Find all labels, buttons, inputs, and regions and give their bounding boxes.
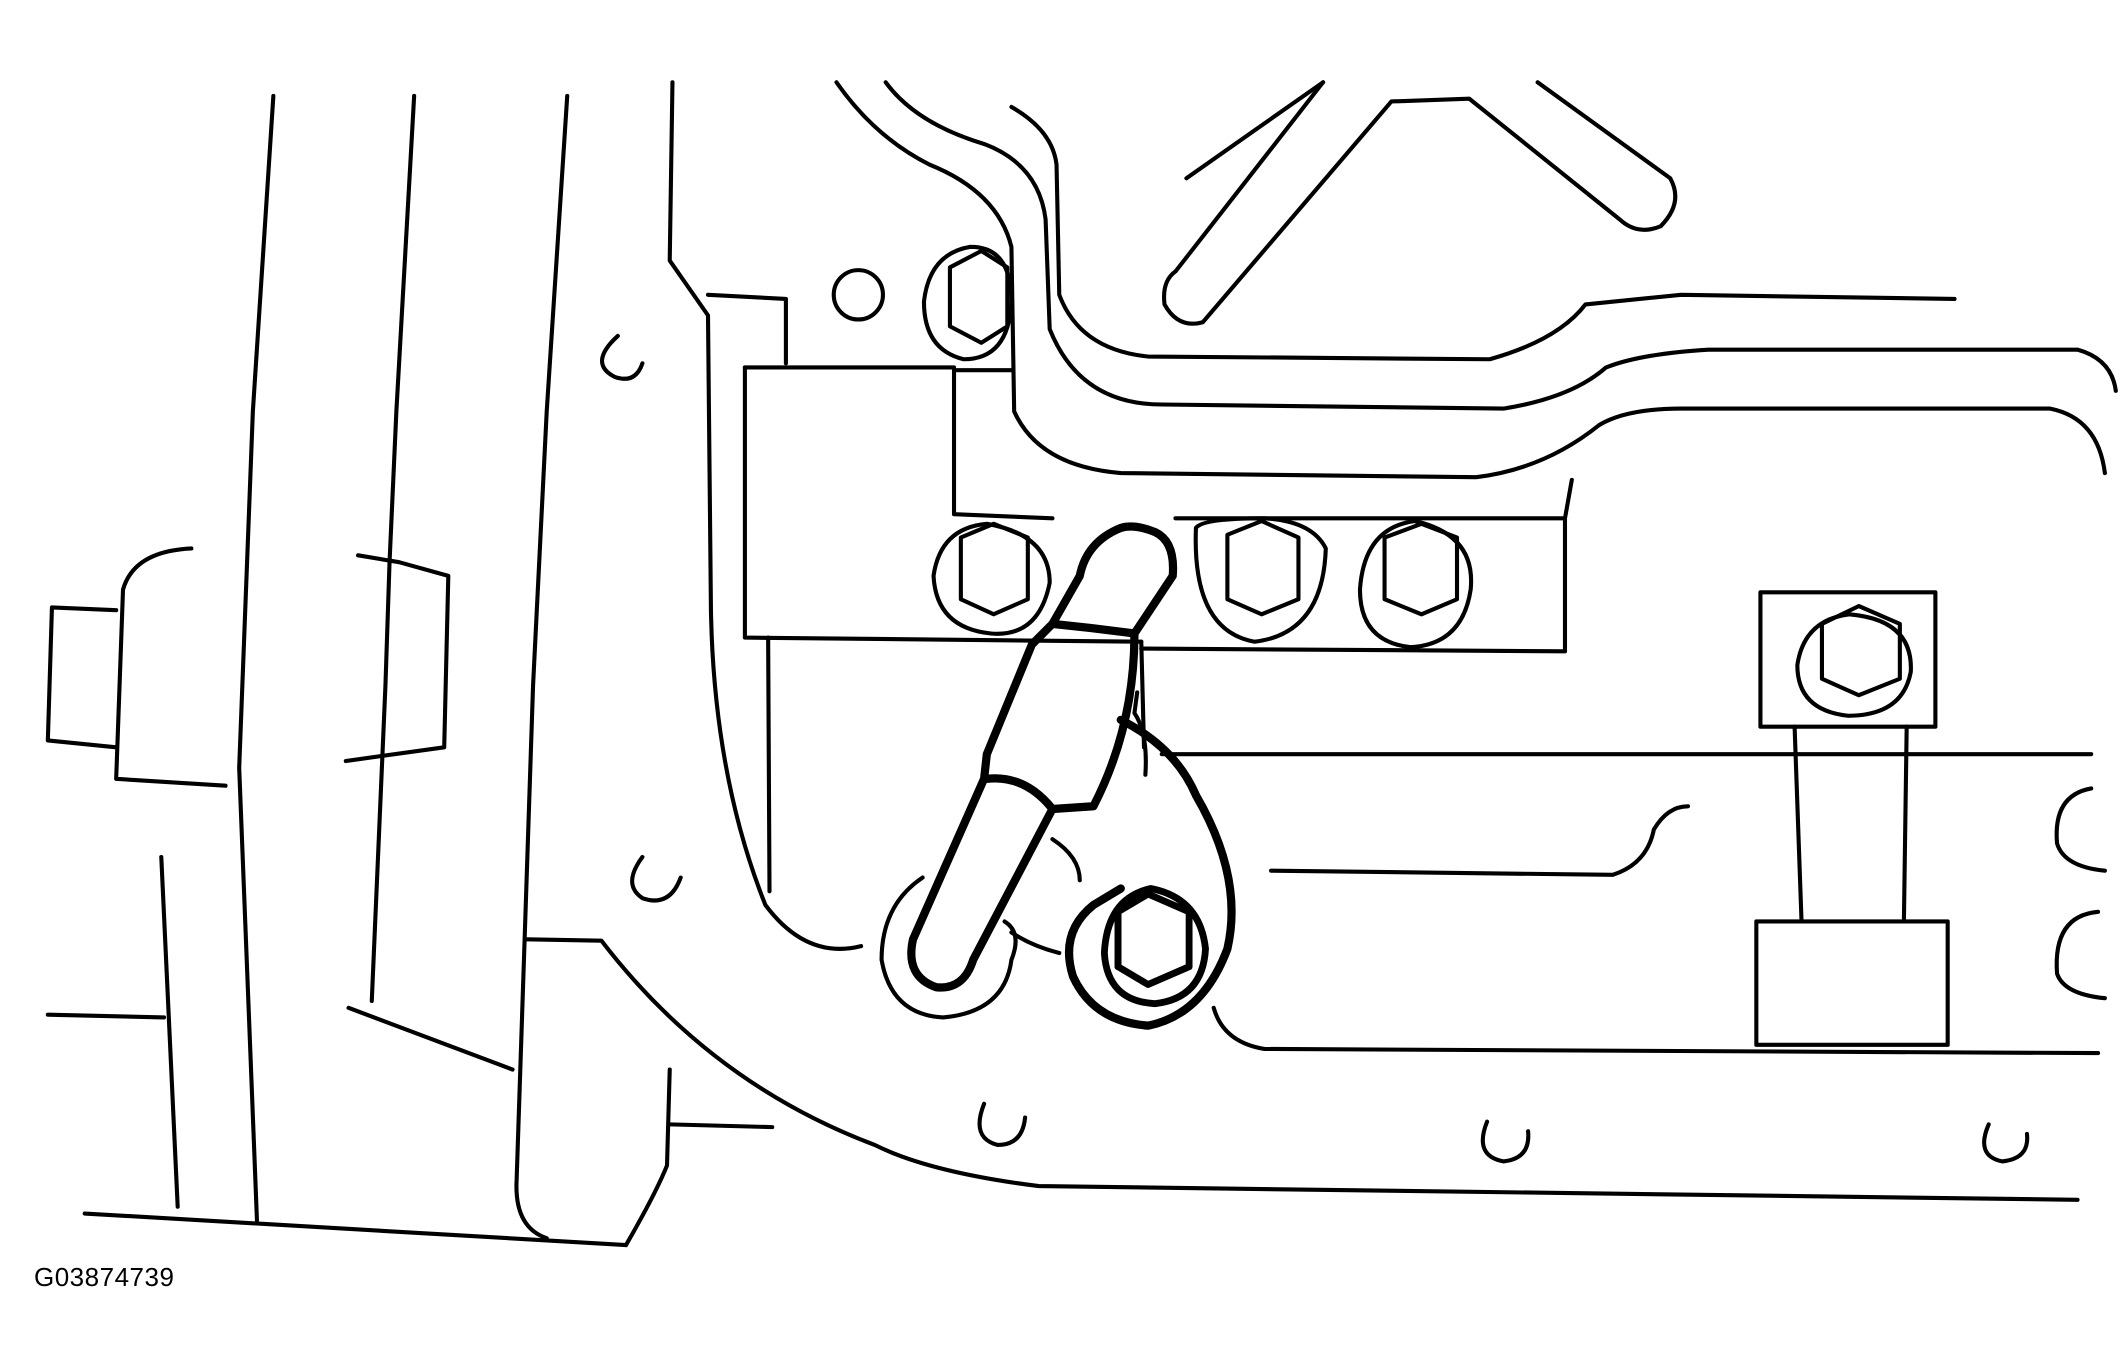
bolts bbox=[831, 244, 1913, 718]
left-bracket bbox=[45, 546, 451, 788]
housing-left-edges bbox=[45, 93, 629, 1248]
manual-detent-lever bbox=[907, 522, 1236, 1030]
case-outline bbox=[667, 80, 864, 951]
pin-boss bbox=[879, 875, 1062, 1020]
right-bracket bbox=[1754, 590, 1950, 1047]
lower-plate-lines bbox=[1159, 752, 2107, 1056]
figure-id-label: G03874739 bbox=[34, 1262, 175, 1292]
valve-body-plate bbox=[742, 365, 1574, 894]
lever-bolt bbox=[1100, 885, 1209, 1008]
retaining-clips bbox=[600, 333, 2030, 1164]
fluid-pipes bbox=[834, 80, 2118, 480]
lower-left-body bbox=[346, 937, 2080, 1248]
